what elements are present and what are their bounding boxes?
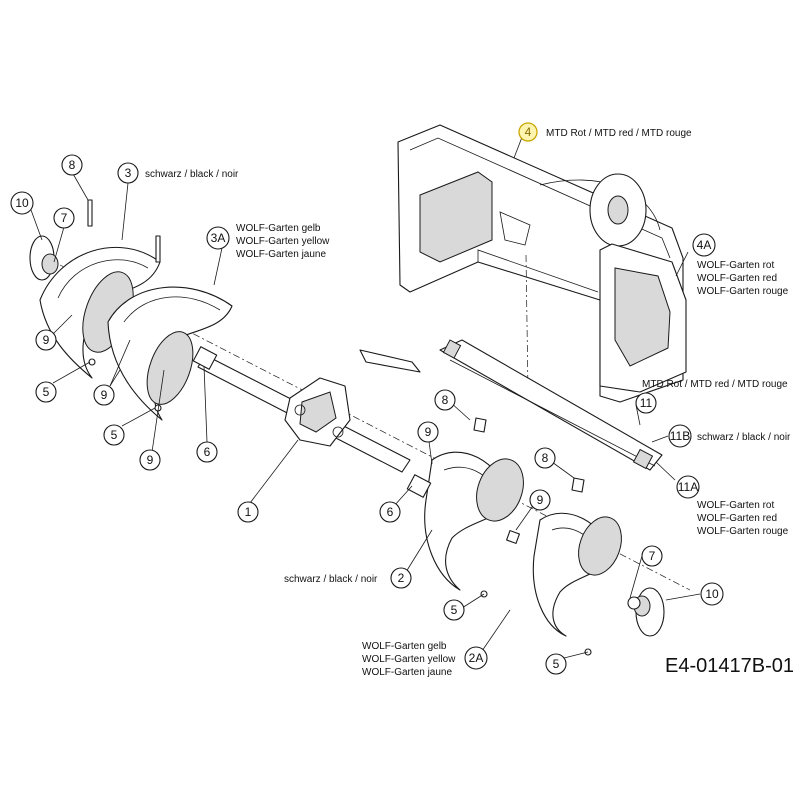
- label-4a-color-3: WOLF-Garten rouge: [697, 286, 789, 297]
- svg-text:9: 9: [147, 453, 154, 467]
- label-3-color: schwarz / black / noir: [145, 169, 239, 180]
- svg-text:7: 7: [61, 211, 68, 225]
- callout-8-right-upper: 8: [434, 389, 456, 411]
- callout-5-left-upper: 5: [35, 381, 57, 403]
- label-3a-color-2: WOLF-Garten yellow: [236, 236, 330, 247]
- svg-text:3: 3: [125, 166, 132, 180]
- callout-9-left-lower: 9: [139, 449, 161, 471]
- label-2a-color-3: WOLF-Garten jaune: [362, 667, 452, 678]
- callout-8-right-lower: 8: [534, 447, 556, 469]
- label-2a-color-2: WOLF-Garten yellow: [362, 654, 456, 665]
- svg-text:1: 1: [245, 505, 252, 519]
- callout-6-left: 6: [196, 441, 218, 463]
- svg-text:9: 9: [101, 388, 108, 402]
- label-4-color: MTD Rot / MTD red / MTD rouge: [546, 128, 692, 139]
- svg-text:2A: 2A: [469, 651, 484, 665]
- callout-2a: 2A: [464, 646, 488, 670]
- svg-text:5: 5: [43, 385, 50, 399]
- label-11a-color-1: WOLF-Garten rot: [697, 500, 774, 511]
- gearbox: [284, 377, 351, 447]
- svg-text:10: 10: [705, 587, 719, 601]
- svg-text:7: 7: [649, 549, 656, 563]
- label-4a-color-1: WOLF-Garten rot: [697, 260, 774, 271]
- diagram-code: E4-01417B-01: [665, 655, 794, 677]
- label-4a-color-4: MTD Rot / MTD red / MTD rouge: [642, 379, 788, 390]
- left-auger-flight-front: [107, 286, 233, 421]
- label-11b-color: schwarz / black / noir: [697, 432, 791, 443]
- svg-text:8: 8: [442, 393, 449, 407]
- svg-text:11B: 11B: [670, 429, 690, 443]
- callout-9-left-middle: 9: [93, 384, 115, 406]
- svg-text:5: 5: [553, 657, 560, 671]
- callout-10-left: 10: [10, 191, 34, 215]
- label-4a-color-2: WOLF-Garten red: [697, 273, 777, 284]
- svg-text:6: 6: [387, 505, 394, 519]
- callout-4: 4: [518, 122, 538, 142]
- svg-text:8: 8: [69, 158, 76, 172]
- svg-text:8: 8: [542, 451, 549, 465]
- callout-9-right-lower: 9: [529, 489, 551, 511]
- svg-text:5: 5: [111, 428, 118, 442]
- scraper-bar: [439, 339, 663, 471]
- svg-text:5: 5: [451, 603, 458, 617]
- svg-text:9: 9: [43, 333, 50, 347]
- label-11a-color-2: WOLF-Garten red: [697, 513, 777, 524]
- callout-9-left-upper: 9: [35, 329, 57, 351]
- svg-text:11: 11: [640, 396, 653, 410]
- callout-8-upper-left: 8: [61, 154, 83, 176]
- callout-7-right: 7: [641, 545, 663, 567]
- left-impeller: [29, 235, 59, 281]
- svg-text:10: 10: [15, 196, 29, 210]
- label-3a-color-1: WOLF-Garten gelb: [236, 223, 321, 234]
- right-auger-flight-rear: [532, 512, 622, 637]
- callout-3a: 3A: [206, 226, 230, 250]
- svg-text:4A: 4A: [697, 238, 712, 252]
- callout-2: 2: [390, 567, 412, 589]
- label-3a-color-3: WOLF-Garten jaune: [236, 249, 326, 260]
- svg-text:3A: 3A: [211, 231, 226, 245]
- label-2a-color-1: WOLF-Garten gelb: [362, 641, 447, 652]
- callout-10-right: 10: [700, 582, 724, 606]
- callout-11b: 11B: [668, 424, 692, 448]
- callout-5-left-lower: 5: [103, 424, 125, 446]
- callout-11: 11: [635, 392, 657, 414]
- left-spacer: [192, 346, 218, 370]
- callout-4a: 4A: [692, 233, 716, 257]
- right-auger-flight-front: [424, 451, 524, 591]
- callout-6-right: 6: [379, 501, 401, 523]
- callout-9-right-upper: 9: [417, 421, 439, 443]
- svg-text:4: 4: [525, 125, 532, 139]
- label-11a-color-3: WOLF-Garten rouge: [697, 526, 789, 537]
- callout-3: 3: [117, 162, 139, 184]
- svg-text:11A: 11A: [678, 480, 698, 494]
- svg-text:9: 9: [537, 493, 544, 507]
- right-spacer: [406, 474, 432, 498]
- callout-1: 1: [237, 501, 259, 523]
- callout-11a: 11A: [676, 475, 700, 499]
- callout-5-right-upper: 5: [443, 599, 465, 621]
- bolts: [87, 199, 641, 656]
- right-impeller: [633, 587, 665, 637]
- leader-lines: [30, 131, 701, 659]
- callout-5-right-lower: 5: [545, 653, 567, 675]
- callout-7-left: 7: [53, 207, 75, 229]
- auger-housing: [397, 124, 687, 403]
- svg-text:6: 6: [204, 445, 211, 459]
- label-2-color: schwarz / black / noir: [284, 574, 378, 585]
- svg-text:9: 9: [425, 425, 432, 439]
- svg-text:2: 2: [398, 571, 405, 585]
